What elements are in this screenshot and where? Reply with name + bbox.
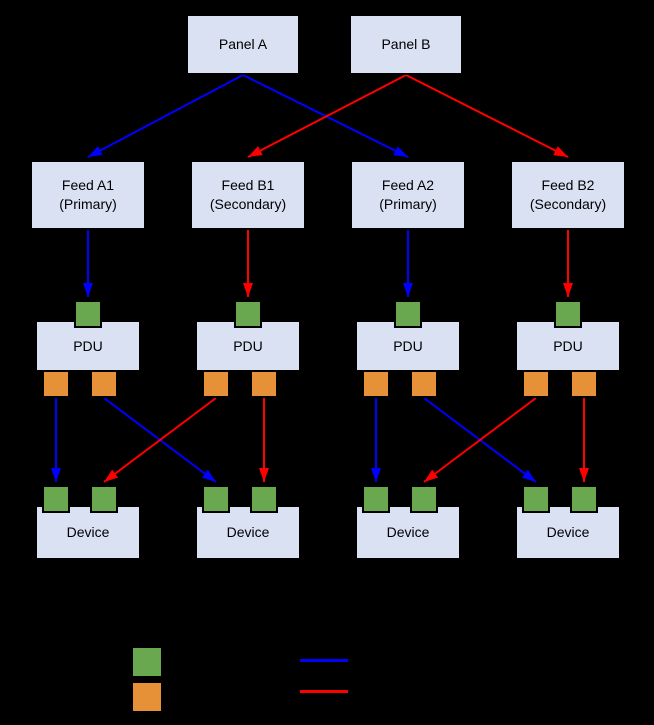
pdu-4-input-port [554,300,582,328]
pdu-2-input-port [234,300,262,328]
pdu-label: PDU [73,337,103,354]
feed-a1-node: Feed A1 (Primary) [30,160,146,230]
feed-name: Feed A2 [381,177,435,194]
feed-role: (Secondary) [209,196,287,212]
device-1-node: Device [35,505,141,560]
pdu-label: PDU [553,337,583,354]
legend-secondary-path-line [300,690,348,693]
feed-role: (Secondary) [529,196,607,212]
pdu-4-output-port-right [570,370,598,398]
pdu-1-output-port-right [90,370,118,398]
panel-a-to-feed-a2-wire [242,74,409,158]
feed-name: Feed B1 [221,177,275,194]
device-1-input-port-right [90,485,118,513]
feed-role: (Primary) [379,196,437,212]
pdu-2-node: PDU [195,320,301,372]
device-3-node: Device [355,505,461,560]
device-3-input-port-right [410,485,438,513]
feed-name: Feed B2 [541,177,595,194]
pdu-1-output-port-left [42,370,70,398]
device-4-input-port-right [570,485,598,513]
feed-a2-node: Feed A2 (Primary) [350,160,466,230]
feed-name: Feed A1 [61,177,115,194]
pdu-3-node: PDU [355,320,461,372]
feed-b1-node: Feed B1 (Secondary) [190,160,306,230]
panel-label: Panel B [381,36,431,53]
pdu-3-to-device-4-wire [423,397,537,483]
legend-primary-path-line [300,659,348,662]
pdu-1-input-port [74,300,102,328]
device-2-input-port-left [202,485,230,513]
device-3-input-port-left [362,485,390,513]
pdu-1-node: PDU [35,320,141,372]
panel-a-to-feed-a1-wire [87,74,244,158]
pdu-3-output-port-left [362,370,390,398]
pdu-4-to-device-3-wire [423,397,537,483]
device-2-input-port-right [250,485,278,513]
device-4-input-port-left [522,485,550,513]
panel-b-to-feed-b1-wire [247,74,407,158]
panel-a-node: Panel A [186,14,300,75]
device-label: Device [66,524,110,541]
device-label: Device [226,524,270,541]
legend-output-port-swatch [131,681,163,713]
device-4-node: Device [515,505,621,560]
pdu-2-output-port-right [250,370,278,398]
pdu-3-input-port [394,300,422,328]
pdu-1-to-device-2-wire [103,397,217,483]
pdu-label: PDU [393,337,423,354]
panel-label: Panel A [218,36,268,53]
device-2-node: Device [195,505,301,560]
device-label: Device [546,524,590,541]
pdu-3-output-port-right [410,370,438,398]
device-label: Device [386,524,430,541]
feed-role: (Primary) [59,196,117,212]
pdu-2-output-port-left [202,370,230,398]
pdu-label: PDU [233,337,263,354]
device-1-input-port-left [42,485,70,513]
legend-input-port-swatch [131,646,163,678]
pdu-4-output-port-left [522,370,550,398]
feed-b2-node: Feed B2 (Secondary) [510,160,626,230]
pdu-2-to-device-1-wire [103,397,217,483]
panel-b-node: Panel B [349,14,463,75]
panel-b-to-feed-b2-wire [405,74,569,158]
